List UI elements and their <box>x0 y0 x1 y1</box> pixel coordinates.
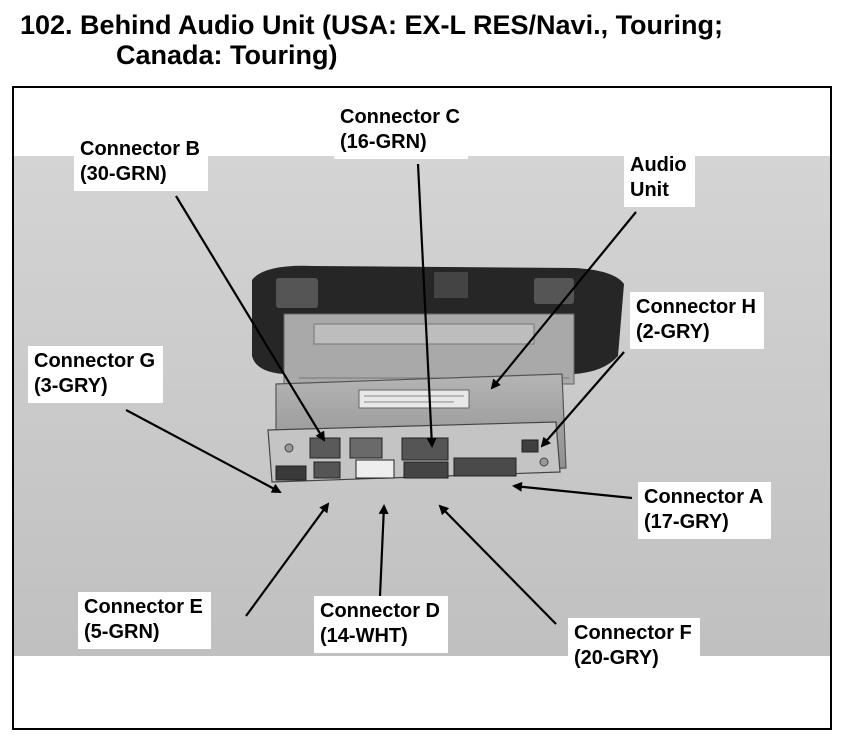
arrow-connector-e <box>245 502 330 617</box>
label-connector-d: Connector D (14-WHT) <box>314 596 448 653</box>
label-connector-g: Connector G (3-GRY) <box>28 346 164 403</box>
connector-e-shape <box>313 461 341 479</box>
connector-d-name: Connector D <box>320 600 440 622</box>
connector-b-shape <box>309 437 341 459</box>
connector-c-name: Connector C <box>340 106 460 128</box>
page-title: 102. Behind Audio Unit (USA: EX-L RES/Na… <box>20 10 840 70</box>
audio-unit-name: Audio <box>630 154 687 176</box>
label-connector-f: Connector F (20-GRY) <box>568 618 700 675</box>
label-connector-b: Connector B (30-GRN) <box>74 134 208 191</box>
label-connector-e: Connector E (5-GRN) <box>78 592 211 649</box>
connector-e-name: Connector E <box>84 596 203 618</box>
arrow-connector-b <box>175 195 326 442</box>
connector-b-name: Connector B <box>80 138 200 160</box>
connector-g-shape <box>275 465 307 481</box>
connector-a-shape <box>453 457 517 477</box>
connector-d-shape <box>355 459 395 479</box>
connector-d-spec: (14-WHT) <box>320 625 408 647</box>
connector-c-shape <box>401 437 449 461</box>
connector-a-name: Connector A <box>644 486 764 508</box>
pointer-arrows <box>125 163 637 625</box>
title-line-2: Canada: Touring) <box>116 40 338 70</box>
arrow-connector-a <box>512 481 633 500</box>
arrow-connector-g <box>125 409 282 493</box>
label-connector-a: Connector A (17-GRY) <box>638 482 772 539</box>
connector-e-spec: (5-GRN) <box>84 621 160 643</box>
connector-b-spec: (30-GRN) <box>80 163 167 185</box>
connector-f-spec: (20-GRY) <box>574 647 659 669</box>
arrow-audio-unit <box>490 211 637 390</box>
connector-h-name: Connector H <box>636 296 756 318</box>
connector-h-spec: (2-GRY) <box>636 321 710 343</box>
audio-unit-spec: Unit <box>630 179 669 201</box>
label-connector-h: Connector H (2-GRY) <box>630 292 764 349</box>
arrow-connector-d <box>378 504 389 597</box>
title-line-1: 102. Behind Audio Unit (USA: EX-L RES/Na… <box>20 10 724 40</box>
unit-label-sticker <box>358 389 470 409</box>
photo-frame: Connector C (16-GRN) Connector B (30-GRN… <box>12 86 832 730</box>
label-connector-c: Connector C (16-GRN) <box>334 102 468 159</box>
connector-c-spec: (16-GRN) <box>340 131 427 153</box>
connector-f-name: Connector F <box>574 622 692 644</box>
connector-a-spec: (17-GRY) <box>644 511 729 533</box>
arrow-connector-h <box>540 351 625 448</box>
connector-g-spec: (3-GRY) <box>34 375 108 397</box>
label-audio-unit: Audio Unit <box>624 150 695 207</box>
connector-f-shape <box>403 461 449 479</box>
connector-h-shape <box>521 439 539 453</box>
connector-g-name: Connector G <box>34 350 156 372</box>
arrow-connector-c <box>416 163 437 448</box>
arrow-connector-f <box>438 504 557 625</box>
